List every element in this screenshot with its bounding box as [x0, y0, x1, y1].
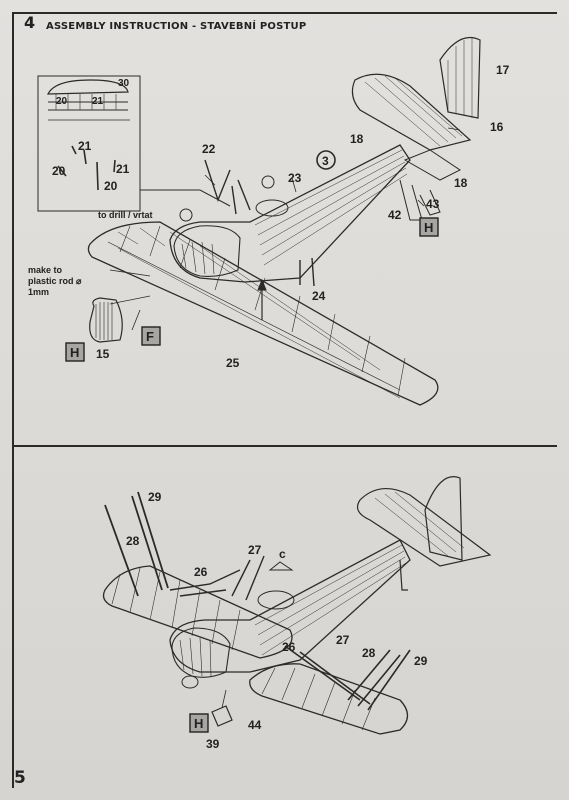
- part-29a: 29: [148, 490, 162, 504]
- badge-h-top-text: H: [424, 220, 433, 235]
- plastic-rod-note: make to plastic rod ⌀ 1mm: [28, 265, 82, 297]
- detail-inset-box: [37, 75, 141, 212]
- inset-label-20b: 20: [52, 164, 66, 178]
- inset-label-21c: 21: [116, 162, 130, 176]
- part-24: 24: [312, 289, 326, 303]
- part-badge-f: [141, 326, 161, 346]
- part-badge-h-left: [65, 342, 85, 362]
- page-number: 5: [14, 768, 26, 788]
- part-15: 15: [96, 347, 110, 361]
- inset-label-21b: 21: [78, 139, 92, 153]
- part-18b: 18: [454, 176, 468, 190]
- part-26b: 26: [282, 640, 296, 654]
- badge-h-bottom-text: H: [194, 716, 203, 731]
- inset-label-21a: 21: [92, 96, 104, 107]
- part-27b: 27: [336, 633, 350, 647]
- part-18a: 18: [350, 132, 364, 146]
- badge-h-left-text: H: [70, 345, 79, 360]
- drill-note: to drill / vrtat: [98, 210, 153, 220]
- part-39: 39: [206, 737, 220, 751]
- part-42: 42: [388, 208, 402, 222]
- part-26a: 26: [194, 565, 208, 579]
- part-badge-h-bottom: [189, 713, 209, 733]
- part-22: 22: [202, 142, 216, 156]
- page-frame: [12, 12, 557, 788]
- part-17: 17: [496, 63, 510, 77]
- inset-label-20a: 20: [56, 96, 68, 107]
- page-title: ASSEMBLY INSTRUCTION - STAVEBNÍ POSTUP: [46, 21, 307, 32]
- inset-label-20c: 20: [104, 179, 118, 193]
- badge-f-text: F: [146, 329, 154, 344]
- part-28b: 28: [362, 646, 376, 660]
- section-divider: [12, 445, 557, 447]
- inset-label-30: 30: [118, 78, 130, 89]
- part-29b: 29: [414, 654, 428, 668]
- step-number: 4: [24, 13, 36, 32]
- detail-c: c: [279, 547, 286, 561]
- part-28a: 28: [126, 534, 140, 548]
- part-44: 44: [248, 718, 262, 732]
- part-16: 16: [490, 120, 504, 134]
- part-23: 23: [288, 171, 302, 185]
- part-badge-h-top: [419, 217, 439, 237]
- step-marker-3: 3: [322, 154, 329, 168]
- part-25: 25: [226, 356, 240, 370]
- part-27a: 27: [248, 543, 262, 557]
- part-43: 43: [426, 197, 440, 211]
